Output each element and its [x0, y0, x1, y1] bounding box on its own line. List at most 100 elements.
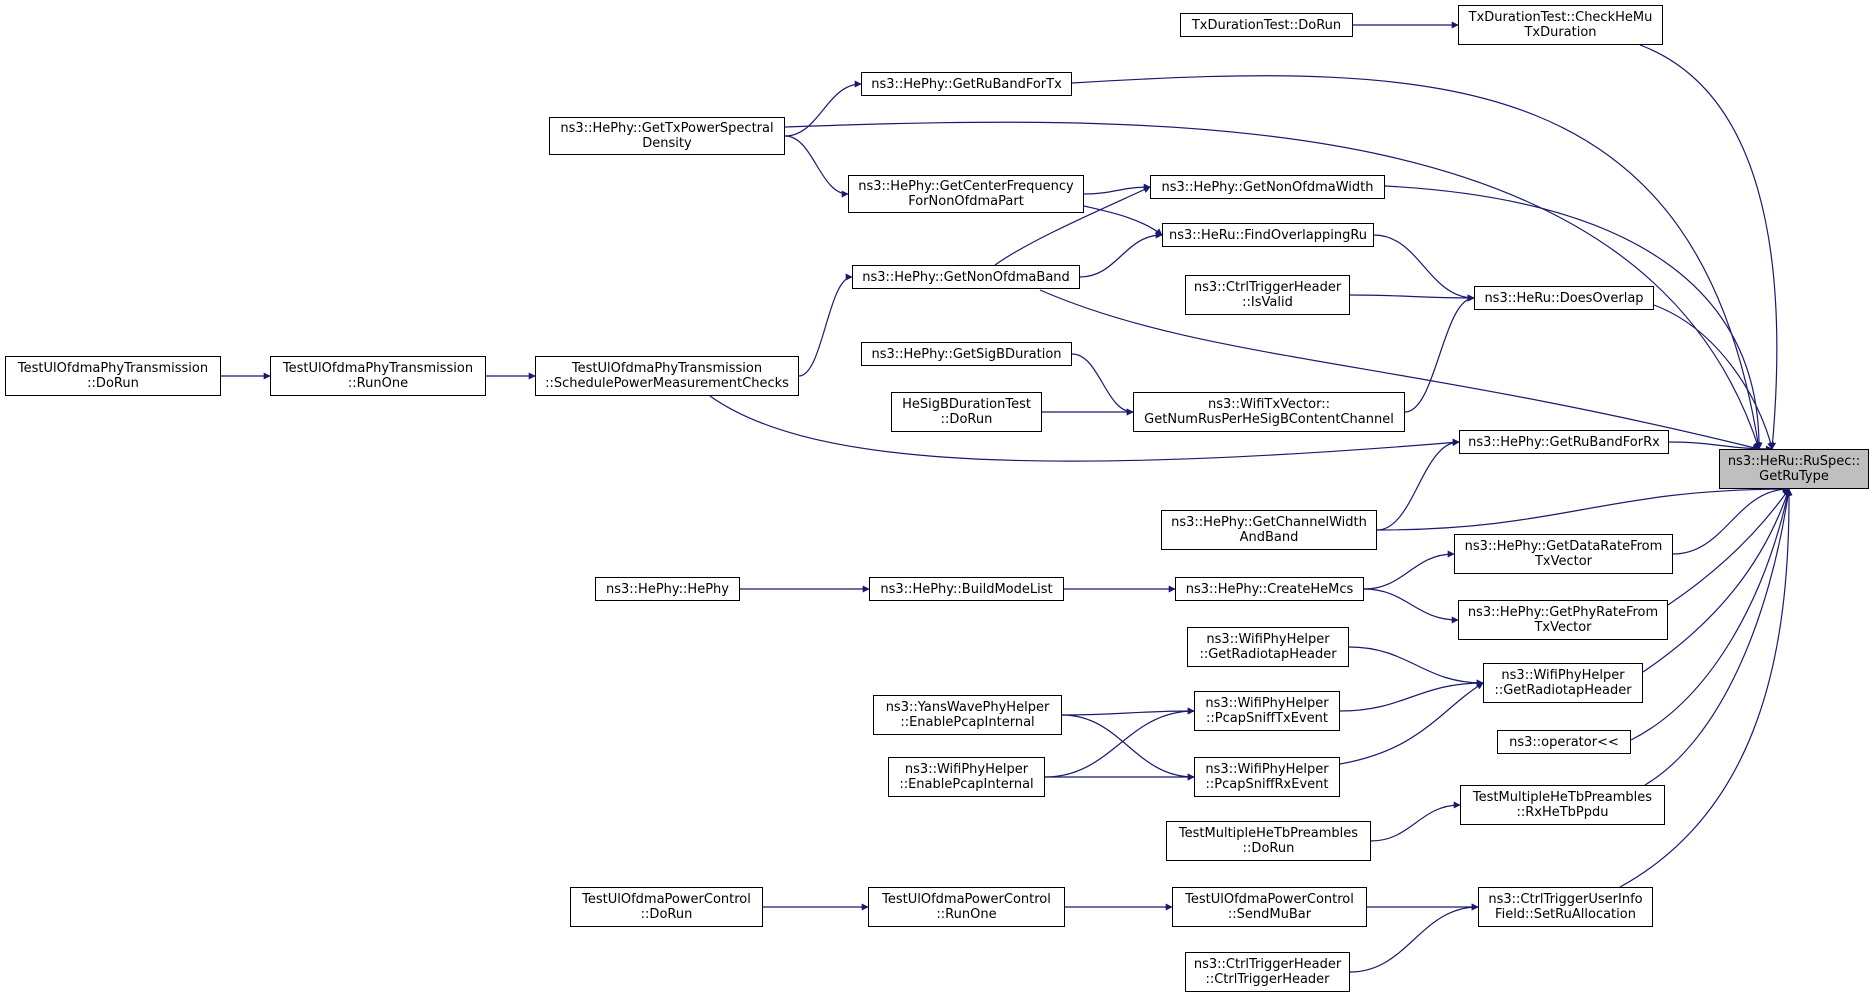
node-label-line: TestMultipleHeTbPreambles: [1472, 790, 1653, 805]
node-label-line: ::CtrlTriggerHeader: [1205, 972, 1330, 987]
call-edge-getCenterFreq-to-findOverlapping: [1083, 205, 1163, 236]
call-edge-radiotapRight-to-getRuType: [1642, 488, 1791, 673]
node-label-line: ns3::HePhy::GetRuBandForRx: [1468, 434, 1660, 450]
call-edge-getChWidth-to-getRuBandForRx: [1376, 438, 1460, 531]
call-edge-checkHeMu-to-getRuType: [1639, 44, 1778, 450]
graph-node-pcDoRun[interactable]: TestUlOfdmaPowerControl::DoRun: [570, 887, 763, 927]
graph-node-getNumRus[interactable]: ns3::WifiTxVector::GetNumRusPerHeSigBCon…: [1133, 392, 1405, 432]
graph-node-hePhyCtor[interactable]: ns3::HePhy::HePhy: [595, 577, 740, 601]
node-label-line: ::GetRadiotapHeader: [1494, 683, 1632, 698]
node-label-line: ns3::HePhy::CreateHeMcs: [1185, 581, 1354, 597]
graph-node-multiDoRun[interactable]: TestMultipleHeTbPreambles::DoRun: [1166, 821, 1371, 861]
node-label-line: AndBand: [1239, 530, 1299, 545]
node-label-line: ns3::HePhy::GetNonOfdmaWidth: [1161, 179, 1374, 195]
node-label-line: ::DoRun: [640, 907, 693, 922]
call-edge-getNonOfdmaBand-to-getRuType: [1039, 289, 1760, 451]
graph-node-heSigBDoRun[interactable]: HeSigBDurationTest::DoRun: [891, 392, 1042, 432]
node-label-line: ::PcapSniffRxEvent: [1205, 777, 1329, 792]
node-label-line: ns3::HePhy::GetDataRateFrom: [1464, 539, 1663, 554]
graph-node-ulDoRun[interactable]: TestUlOfdmaPhyTransmission::DoRun: [5, 356, 221, 396]
graph-node-pcapRx[interactable]: ns3::WifiPhyHelper::PcapSniffRxEvent: [1194, 757, 1340, 797]
graph-node-radiotapRight[interactable]: ns3::WifiPhyHelper::GetRadiotapHeader: [1483, 663, 1643, 703]
call-edge-findOverlapping-to-doesOverlap: [1373, 234, 1475, 302]
graph-node-yansEnable[interactable]: ns3::YansWavePhyHelper::EnablePcapIntern…: [873, 695, 1062, 735]
graph-node-buildModeList[interactable]: ns3::HePhy::BuildModeList: [869, 577, 1064, 601]
node-label-line: ns3::WifiPhyHelper: [1205, 696, 1329, 711]
graph-node-getSigB[interactable]: ns3::HePhy::GetSigBDuration: [861, 342, 1072, 366]
node-label-line: ns3::WifiPhyHelper: [1205, 762, 1329, 777]
call-edge-setRuAlloc-to-getRuType: [1619, 488, 1793, 888]
graph-node-ulRunOne[interactable]: TestUlOfdmaPhyTransmission::RunOne: [270, 356, 486, 396]
call-edge-ctrlCtor-to-setRuAlloc: [1349, 903, 1479, 973]
node-label-line: ns3::CtrlTriggerHeader: [1193, 280, 1342, 295]
graph-node-operatorLtLt[interactable]: ns3::operator<<: [1497, 730, 1631, 754]
node-label-line: ::DoRun: [87, 376, 139, 391]
node-label-line: ns3::HePhy::GetChannelWidth: [1171, 515, 1367, 530]
graph-node-getNonOfdmaWidth[interactable]: ns3::HePhy::GetNonOfdmaWidth: [1150, 175, 1385, 199]
node-label-line: HeSigBDurationTest: [902, 397, 1031, 412]
call-edge-ctrlIsValid-to-doesOverlap: [1349, 294, 1475, 302]
node-label-line: ns3::HePhy::GetCenterFrequency: [858, 179, 1074, 194]
graph-node-txDurDoRun[interactable]: TxDurationTest::DoRun: [1180, 13, 1353, 37]
graph-node-radiotapLeft[interactable]: ns3::WifiPhyHelper::GetRadiotapHeader: [1187, 627, 1349, 667]
node-label-line: ForNonOfdmaPart: [908, 194, 1024, 209]
node-label-line: ns3::HePhy::GetRuBandForTx: [871, 76, 1062, 92]
node-label-line: TxDurationTest::CheckHeMu: [1468, 10, 1653, 25]
node-label-line: ns3::CtrlTriggerHeader: [1193, 957, 1342, 972]
call-edge-pcapRx-to-radiotapRight: [1339, 682, 1484, 765]
graph-node-pcRunOne[interactable]: TestUlOfdmaPowerControl::RunOne: [868, 887, 1065, 927]
node-label-line: ns3::YansWavePhyHelper: [885, 700, 1050, 715]
node-label-line: TestUlOfdmaPowerControl: [882, 892, 1051, 907]
call-edge-yansEnable-to-pcapTx: [1061, 707, 1195, 716]
graph-node-ctrlIsValid[interactable]: ns3::CtrlTriggerHeader::IsValid: [1185, 275, 1350, 315]
graph-node-rxHeTbPpdu[interactable]: TestMultipleHeTbPreambles::RxHeTbPpdu: [1460, 785, 1665, 825]
node-label-line: ns3::HeRu::FindOverlappingRu: [1168, 227, 1368, 243]
node-label-line: ::SendMuBar: [1227, 907, 1312, 922]
call-edge-getRuBandForRx-to-getRuType: [1668, 441, 1773, 453]
graph-node-findOverlapping[interactable]: ns3::HeRu::FindOverlappingRu: [1162, 223, 1374, 247]
node-label-line: Field::SetRuAllocation: [1495, 907, 1636, 922]
node-label-line: ::PcapSniffTxEvent: [1206, 711, 1328, 726]
call-edge-getNonOfdmaBand-to-findOverlapping: [1079, 231, 1163, 278]
node-label-line: ns3::WifiPhyHelper: [1206, 632, 1330, 647]
call-edge-wifiEnable-to-pcapTx: [1044, 707, 1195, 778]
node-label-line: ns3::HePhy::BuildModeList: [880, 581, 1053, 597]
graph-node-ulSchedule[interactable]: TestUlOfdmaPhyTransmission::SchedulePowe…: [535, 356, 799, 396]
focus-node-getRuType: ns3::HeRu::RuSpec::GetRuType: [1719, 449, 1869, 489]
node-label-line: TestMultipleHeTbPreambles: [1178, 826, 1359, 841]
graph-node-pcapTx[interactable]: ns3::WifiPhyHelper::PcapSniffTxEvent: [1194, 691, 1340, 731]
node-label-line: ::RunOne: [347, 376, 409, 391]
node-label-line: ::EnablePcapInternal: [900, 715, 1035, 730]
call-edge-ulSchedule-to-getRuBandForRx: [709, 395, 1460, 462]
node-label-line: ns3::CtrlTriggerUserInfo: [1488, 892, 1643, 907]
graph-node-doesOverlap[interactable]: ns3::HeRu::DoesOverlap: [1474, 286, 1654, 310]
graph-node-createHeMcs[interactable]: ns3::HePhy::CreateHeMcs: [1175, 577, 1364, 601]
call-edge-multiDoRun-to-rxHeTbPpdu: [1370, 801, 1461, 842]
node-label-line: GetNumRusPerHeSigBContentChannel: [1144, 412, 1394, 427]
graph-node-getRuBandForRx[interactable]: ns3::HePhy::GetRuBandForRx: [1459, 430, 1669, 454]
graph-node-getNonOfdmaBand[interactable]: ns3::HePhy::GetNonOfdmaBand: [852, 265, 1080, 289]
call-edge-rxHeTbPpdu-to-getRuType: [1644, 488, 1792, 786]
call-edge-createHeMcs-to-getPhyRate: [1363, 588, 1459, 624]
node-label-line: ::IsValid: [1242, 295, 1293, 310]
node-label-line: ::GetRadiotapHeader: [1199, 647, 1337, 662]
node-label-line: ns3::HePhy::GetTxPowerSpectral: [560, 121, 774, 136]
graph-node-wifiEnable[interactable]: ns3::WifiPhyHelper::EnablePcapInternal: [888, 757, 1045, 797]
graph-node-ctrlCtor[interactable]: ns3::CtrlTriggerHeader::CtrlTriggerHeade…: [1185, 952, 1350, 992]
graph-node-pcSendMuBar[interactable]: TestUlOfdmaPowerControl::SendMuBar: [1172, 887, 1367, 927]
node-label-line: ns3::WifiPhyHelper: [1501, 668, 1625, 683]
graph-node-getRuBandForTx[interactable]: ns3::HePhy::GetRuBandForTx: [861, 72, 1072, 96]
node-label-line: ::DoRun: [1242, 841, 1295, 856]
call-edge-createHeMcs-to-getDataRate: [1363, 550, 1455, 590]
node-label-line: TestUlOfdmaPhyTransmission: [17, 361, 209, 376]
call-edge-getTxPsd-to-getCenterFreq: [784, 135, 849, 198]
call-edge-getNumRus-to-doesOverlap: [1404, 294, 1475, 413]
